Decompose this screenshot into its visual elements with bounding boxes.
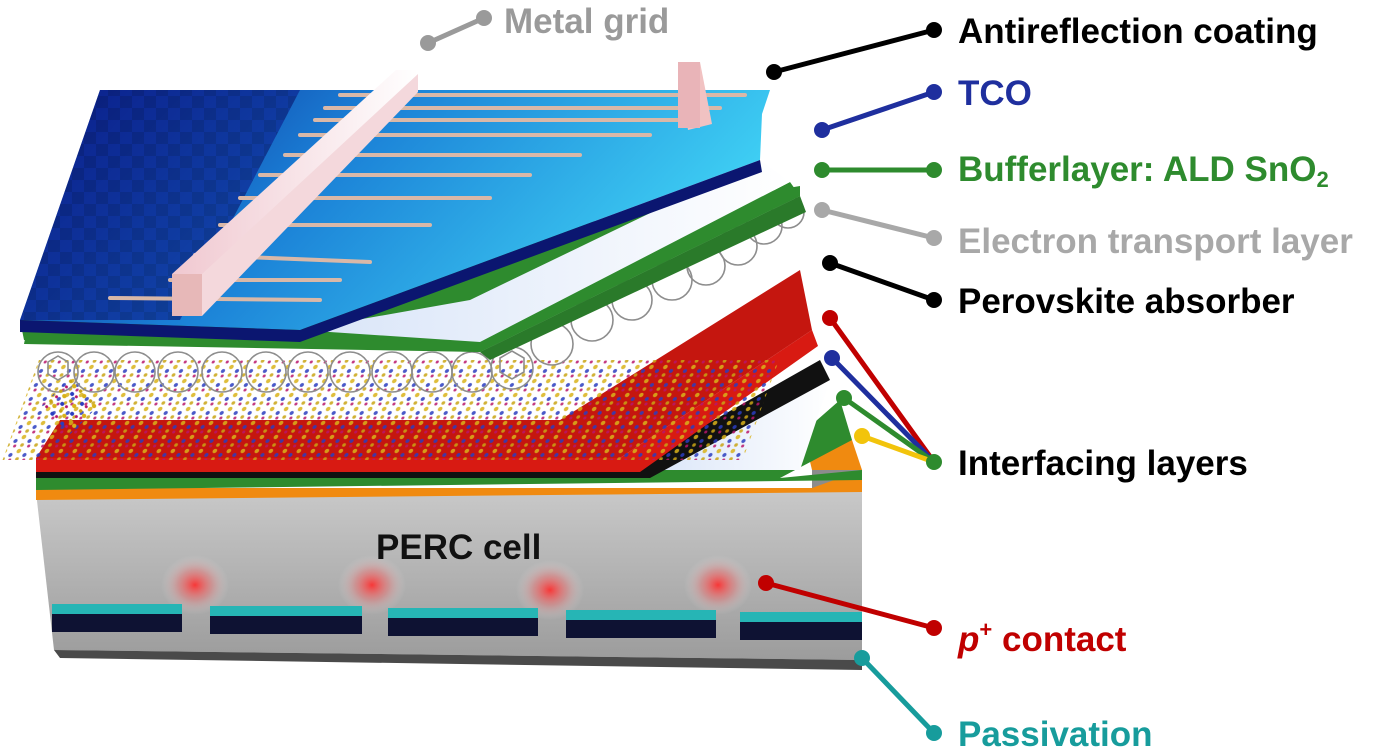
label-bufferlayer-text: Bufferlayer: ALD SnO [958, 150, 1317, 189]
label-perovskite: Perovskite absorber [958, 282, 1295, 322]
label-bufferlayer-subscript: 2 [1316, 167, 1329, 192]
label-antireflection-text: Antireflection coating [958, 12, 1318, 51]
passivation-strips [52, 604, 862, 640]
leader-lines [425, 15, 937, 736]
label-bufferlayer: Bufferlayer: ALD SnO2 [958, 150, 1329, 200]
label-metal-grid-text: Metal grid [504, 2, 670, 41]
label-passivation: Passivation [958, 715, 1153, 755]
label-metal-grid: Metal grid [504, 2, 669, 42]
label-p-contact-prefix: p [958, 620, 980, 659]
label-antireflection: Antireflection coating [958, 12, 1318, 52]
label-passivation-text: Passivation [958, 715, 1153, 754]
label-p-contact-superscript: + [979, 617, 993, 642]
label-tco: TCO [958, 74, 1032, 114]
label-tco-text: TCO [958, 74, 1032, 113]
device-label: PERC cell [376, 528, 541, 568]
label-p-contact-text: contact [992, 620, 1127, 659]
leader-dots [420, 10, 942, 741]
label-interfacing: Interfacing layers [958, 444, 1248, 484]
label-p-contact: p+ contact [958, 610, 1126, 660]
label-electron-transport: Electron transport layer [958, 222, 1353, 262]
label-interfacing-text: Interfacing layers [958, 444, 1248, 483]
label-electron-transport-text: Electron transport layer [958, 222, 1353, 261]
metal-busbar-icon [172, 62, 712, 316]
label-perovskite-text: Perovskite absorber [958, 282, 1295, 321]
perc-cell-block [36, 470, 862, 670]
device-label-text: PERC cell [376, 528, 542, 567]
interfacing-layers-stack [2, 270, 862, 500]
